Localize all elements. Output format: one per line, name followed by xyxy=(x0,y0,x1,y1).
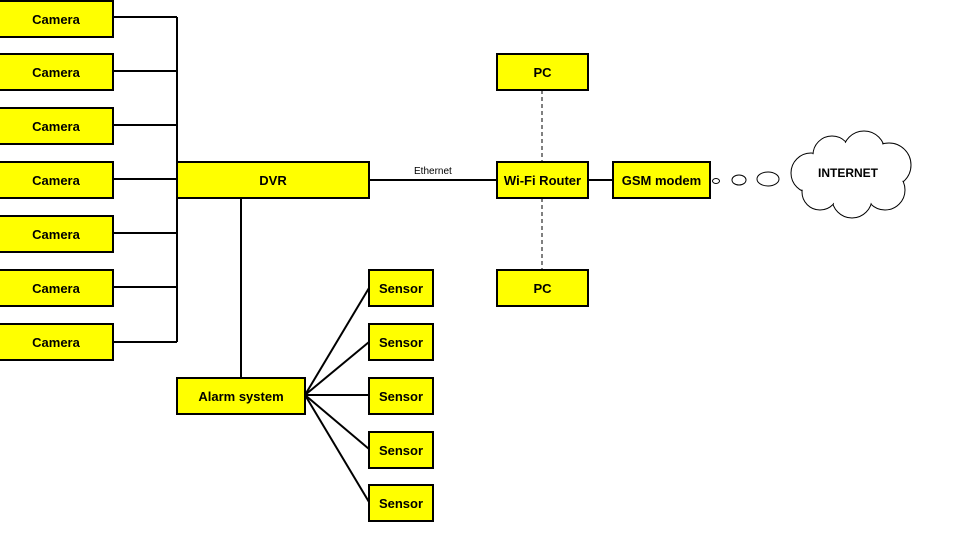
camera-node: Camera xyxy=(0,323,114,361)
camera-node: Camera xyxy=(0,0,114,38)
alarm-system-node: Alarm system xyxy=(176,377,306,415)
sensor-node: Sensor xyxy=(368,323,434,361)
sensor-connector xyxy=(304,394,370,503)
sensor-node: Sensor xyxy=(368,431,434,469)
wifi-router-node: Wi-Fi Router xyxy=(496,161,589,199)
camera-node: Camera xyxy=(0,269,114,307)
dvr-node: DVR xyxy=(176,161,370,199)
camera-node: Camera xyxy=(0,53,114,91)
gsm-modem-node: GSM modem xyxy=(612,161,711,199)
sensor-node: Sensor xyxy=(368,269,434,307)
sensor-connector xyxy=(304,341,370,396)
camera-node: Camera xyxy=(0,107,114,145)
pc-node-top: PC xyxy=(496,53,589,91)
ethernet-label: Ethernet xyxy=(414,166,452,177)
pc-node-bottom: PC xyxy=(496,269,589,307)
internet-label: INTERNET xyxy=(818,166,878,180)
camera-node: Camera xyxy=(0,161,114,199)
sensor-connector xyxy=(304,394,370,450)
sensor-node: Sensor xyxy=(368,377,434,415)
sensor-connector xyxy=(304,287,370,396)
camera-node: Camera xyxy=(0,215,114,253)
link-bubble-large xyxy=(756,171,780,187)
sensor-node: Sensor xyxy=(368,484,434,522)
link-bubble-small xyxy=(712,178,720,184)
link-bubble-medium xyxy=(731,174,747,186)
